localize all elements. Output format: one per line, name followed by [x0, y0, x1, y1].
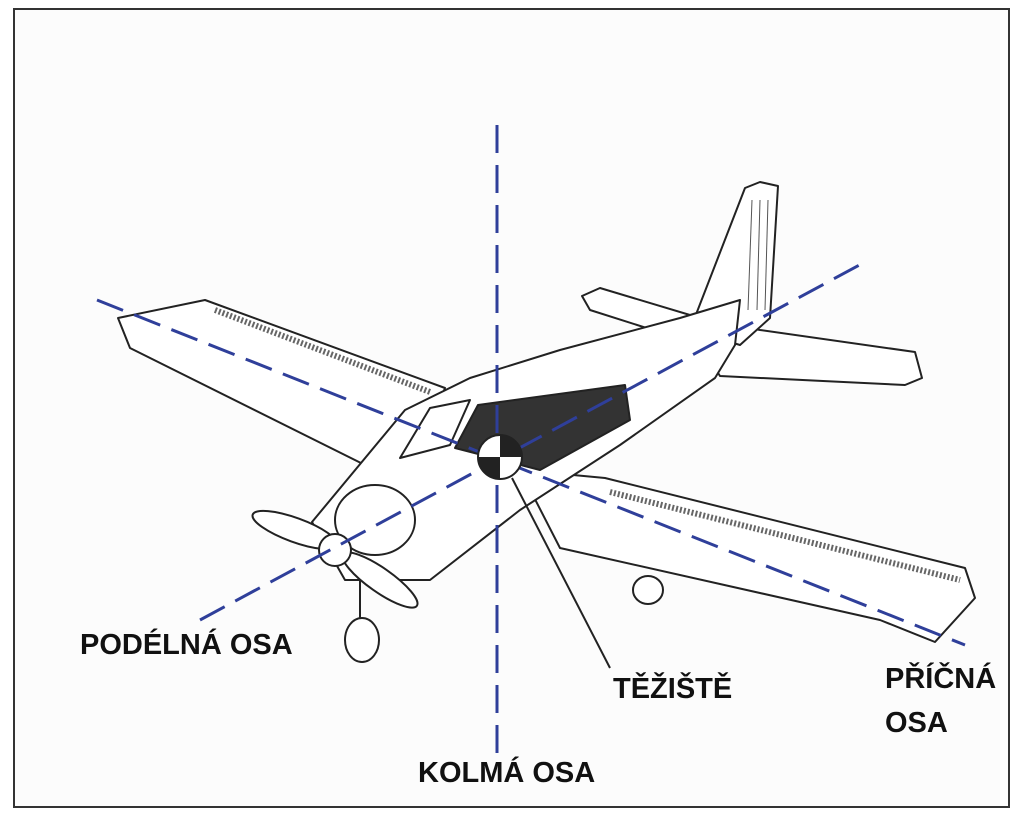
vertical-axis-label: KOLMÁ OSA — [418, 757, 596, 789]
lateral-axis-label-line2: OSA — [885, 707, 948, 739]
cg-leader-line — [511, 477, 611, 669]
center-of-gravity-label: TĚŽIŠTĚ — [613, 673, 733, 705]
lateral-axis-line — [96, 298, 966, 647]
spinner — [318, 533, 352, 567]
center-of-gravity-icon — [477, 434, 523, 480]
main-wheel — [632, 575, 664, 605]
longitudinal-axis-line — [199, 260, 866, 622]
longitudinal-axis-label: PODÉLNÁ OSA — [80, 629, 293, 661]
nose-wheel — [344, 617, 380, 663]
vertical-stabilizer — [689, 181, 779, 346]
cockpit-window — [399, 399, 471, 459]
lateral-axis-label-line1: PŘÍČNÁ — [885, 663, 997, 695]
